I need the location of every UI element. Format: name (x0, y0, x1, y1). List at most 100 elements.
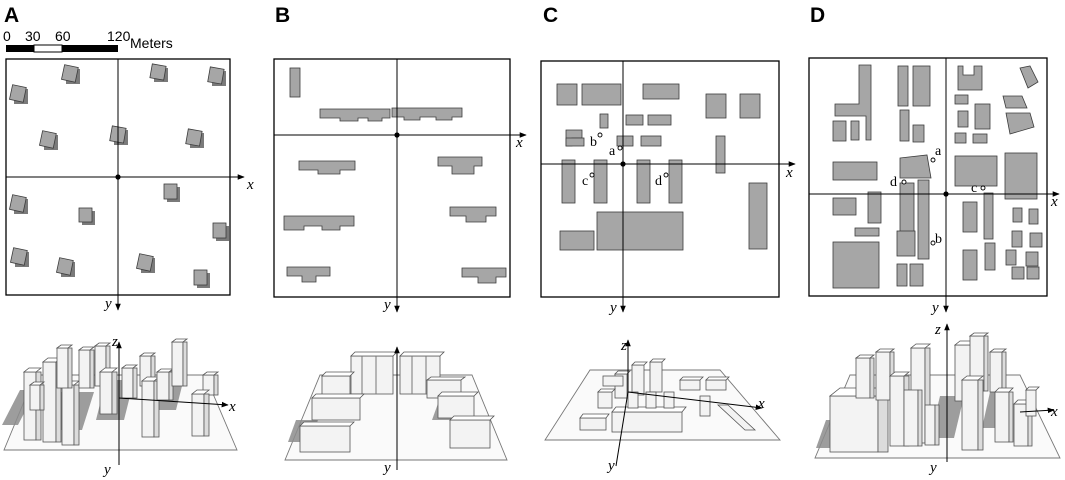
low-block (645, 391, 657, 409)
building (193, 269, 210, 288)
scale-bar-seg-2 (33, 44, 63, 53)
panel-b-3d: y (284, 346, 508, 476)
building (212, 222, 229, 241)
panel-d-y-label: y (930, 300, 939, 316)
building (163, 183, 180, 202)
building (899, 109, 910, 142)
building (832, 161, 878, 181)
building (896, 230, 916, 257)
panel-c-buildings (556, 83, 768, 251)
tower (77, 346, 96, 389)
tower (55, 344, 74, 389)
building (1011, 266, 1025, 280)
tower (170, 338, 189, 387)
building (136, 253, 155, 273)
building (109, 125, 128, 145)
panel-c-y-label: y (608, 300, 617, 316)
tower (28, 381, 46, 411)
low-block (631, 361, 648, 396)
panel-c-3d-x-axis (627, 391, 763, 411)
building (647, 114, 672, 126)
building (319, 108, 391, 122)
panel-label-d: D (810, 4, 825, 27)
low-block (602, 375, 624, 387)
panel-a-3d: z x y (2, 334, 238, 478)
building (912, 124, 925, 143)
tower (1013, 399, 1033, 447)
panel-b-x-label: x (515, 135, 523, 151)
building (437, 156, 483, 175)
building (1004, 152, 1038, 200)
big-block (828, 387, 890, 453)
building (283, 215, 355, 231)
scale-tick-60: 60 (55, 28, 71, 44)
scale-tick-30: 30 (25, 28, 41, 44)
tower (854, 354, 876, 399)
slab-block (311, 393, 365, 421)
building (748, 182, 768, 250)
building (1029, 232, 1043, 248)
panel-c-3d-z-label: z (620, 338, 627, 354)
panel-c-x-label: x (785, 165, 793, 181)
building (984, 242, 996, 271)
building (715, 135, 726, 174)
panel-d-x-label: x (1050, 194, 1058, 210)
building (149, 63, 168, 82)
tower (155, 368, 175, 401)
panel-b-3d-y-label: y (382, 460, 391, 476)
panel-d-point-a: a (935, 144, 942, 159)
building (834, 64, 872, 141)
building (832, 120, 847, 142)
panel-d-3d-y-label: y (928, 460, 937, 476)
panel-c-3d-y-axis (615, 391, 629, 467)
panel-d-3d-x-label: x (1050, 404, 1058, 420)
low-block (705, 376, 730, 391)
panel-d-point-c-marker (980, 185, 986, 191)
building (10, 247, 29, 267)
building (1028, 208, 1039, 225)
building (954, 94, 969, 105)
building (581, 83, 622, 106)
building (561, 159, 576, 204)
tower (960, 375, 985, 451)
tower (201, 371, 220, 396)
panel-a-3d-x-label: x (228, 399, 236, 415)
panel-label-c: C (543, 4, 558, 27)
panel-d-buildings (832, 64, 1043, 289)
panel-a-3d-z-label: z (111, 334, 118, 350)
building (61, 64, 80, 84)
building (983, 192, 994, 240)
building (298, 160, 356, 175)
panel-b-plan: x y (273, 58, 527, 313)
panel-d-point-d-marker (901, 179, 907, 185)
panel-c-point-b-marker (597, 132, 603, 138)
tower (120, 364, 139, 399)
scale-tick-0: 0 (3, 28, 11, 44)
building (1002, 95, 1028, 109)
panel-c-3d-x-label: x (757, 396, 765, 412)
building (954, 155, 998, 187)
scale-bar-seg-3 (62, 45, 118, 52)
panel-c-origin (620, 161, 626, 167)
panel-b-origin (394, 132, 400, 138)
building (286, 266, 331, 283)
building (565, 137, 585, 147)
building (625, 114, 644, 126)
panel-a-y-label: y (103, 296, 112, 312)
panel-c-point-b: b (590, 135, 597, 150)
panel-c-point-c-marker (589, 172, 595, 178)
building (596, 211, 684, 251)
panel-d-point-b-marker (930, 240, 936, 246)
building (854, 227, 880, 237)
panel-c-point-d: d (655, 174, 662, 189)
building (899, 182, 915, 238)
panel-a-origin (115, 174, 121, 180)
building (897, 65, 909, 107)
panel-a-x-label: x (246, 177, 254, 193)
building (9, 84, 28, 104)
building (56, 257, 75, 277)
building (1019, 65, 1039, 89)
building (909, 263, 924, 287)
building (1012, 207, 1023, 223)
low-block (663, 391, 675, 409)
